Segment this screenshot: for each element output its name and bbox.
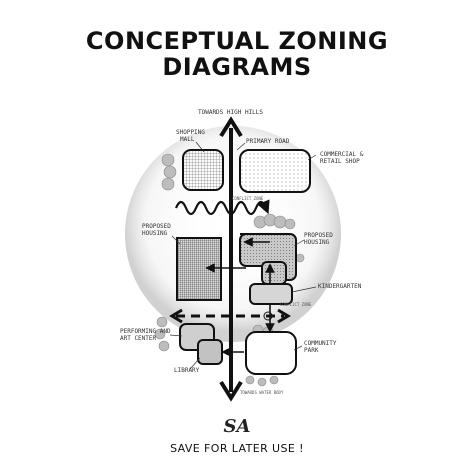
label-bottom-note: TOWARDS WATER BODY: [240, 390, 284, 395]
community-park-zone: [245, 331, 297, 375]
road-arrow-down-icon: [219, 380, 243, 402]
label-shopping-mall-2: MALL: [180, 136, 195, 143]
label-conflict-zone-top: CONFLICT ZONE: [232, 196, 264, 201]
kindergarten-zone: [249, 283, 293, 305]
label-library: LIBRARY: [174, 367, 200, 374]
commercial-retail-zone: [239, 149, 311, 193]
label-shopping-mall-1: SHOPPING: [176, 129, 205, 136]
label-commercial-2: RETAIL SHOP: [320, 158, 360, 165]
save-for-later-text: SAVE FOR LATER USE !: [170, 442, 304, 455]
housing-annex-zone: [261, 261, 287, 285]
page-title-line-1: CONCEPTUAL ZONING: [85, 27, 389, 55]
shopping-mall-zone: [182, 149, 224, 191]
leader-lines: [169, 141, 317, 370]
label-proposed-housing-left-2: HOUSING: [142, 230, 168, 237]
label-commercial-1: COMMERCIAL &: [320, 151, 364, 158]
conflict-node-icon: [263, 311, 273, 321]
label-kindergarten: KINDERGARTEN: [318, 283, 362, 290]
label-towards-high-hills: TOWARDS HIGH HILLS: [198, 109, 263, 116]
label-performing-art-2: ART CENTER: [120, 335, 157, 342]
label-community-park-1: COMMUNITY: [304, 340, 337, 347]
road-arrow-up-icon: [219, 116, 243, 138]
label-primary-road: PRIMARY ROAD: [246, 138, 290, 145]
proposed-housing-left-zone: [176, 237, 222, 301]
label-proposed-housing-right-1: PROPOSED: [304, 232, 333, 239]
road-arrow-left-icon: [169, 308, 183, 324]
library-zone: [197, 339, 223, 365]
sa-logo: SA: [223, 416, 251, 437]
label-proposed-housing-right-2: HOUSING: [304, 239, 330, 246]
label-proposed-housing-left-1: PROPOSED: [142, 223, 171, 230]
conflict-wave-line: [174, 199, 270, 216]
page-title-line-2: DIAGRAMS: [162, 53, 312, 81]
road-arrow-right-icon: [277, 308, 291, 324]
label-conflict-zone-mid: CONFLICT ZONE: [280, 302, 312, 307]
label-performing-art-1: PERFORMING AND: [120, 328, 171, 335]
label-community-park-2: PARK: [304, 347, 319, 354]
